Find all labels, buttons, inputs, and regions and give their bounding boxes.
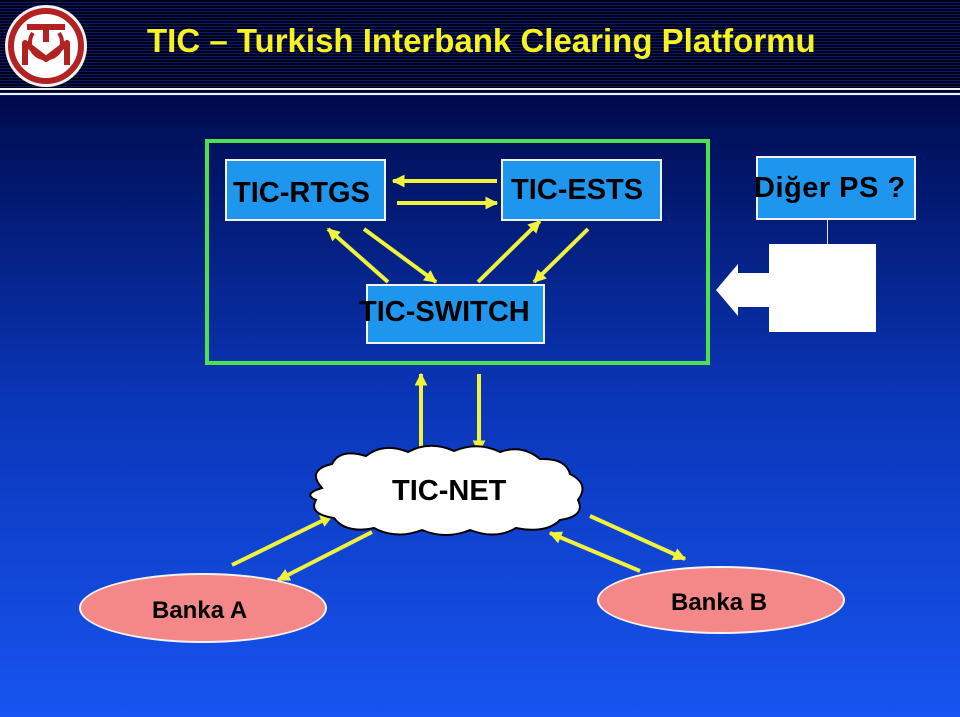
arrow-ests-to-switch [532,227,590,284]
tic-switch-label: TIC-SWITCH [359,296,530,328]
other-ps-node: Diğer PS ? [754,156,916,220]
tic-platform-group [205,139,710,365]
arrow-rtgs-to-switch [362,227,438,284]
tic-net-label: TIC-NET [392,475,507,507]
other-ps-label: Diğer PS ? [754,172,906,204]
arrow-banka-b-to-net [548,531,641,573]
tic-ests-label: TIC-ESTS [511,174,644,206]
arrow-net-to-banka-a [276,530,373,582]
other-ps-connector [827,220,828,244]
arrow-switch-to-ests [476,219,542,284]
banka-a-node [79,573,327,643]
page-title: TIC – Turkish Interbank Clearing Platfor… [147,22,816,59]
tic-net-cloud [309,444,584,536]
banka-b-node [597,566,845,634]
tic-switch-node: TIC-SWITCH [359,284,545,344]
tic-ests-node: TIC-ESTS [501,159,662,221]
arrow-switch-to-rtgs [326,227,390,284]
header-rule-top [0,88,960,90]
header-rule-bottom [0,93,960,95]
tic-rtgs-node: TIC-RTGS [225,159,386,221]
other-ps-block [769,244,876,332]
arrow-banka-a-to-net [231,514,334,567]
banka-a-label: Banka A [152,597,248,624]
tcmb-logo-icon [5,5,87,87]
arrow-other-ps-to-platform [716,264,769,316]
arrow-net-to-banka-b [589,514,687,561]
header-band [0,0,960,96]
banka-b-label: Banka B [671,589,768,616]
tic-rtgs-label: TIC-RTGS [233,177,370,209]
